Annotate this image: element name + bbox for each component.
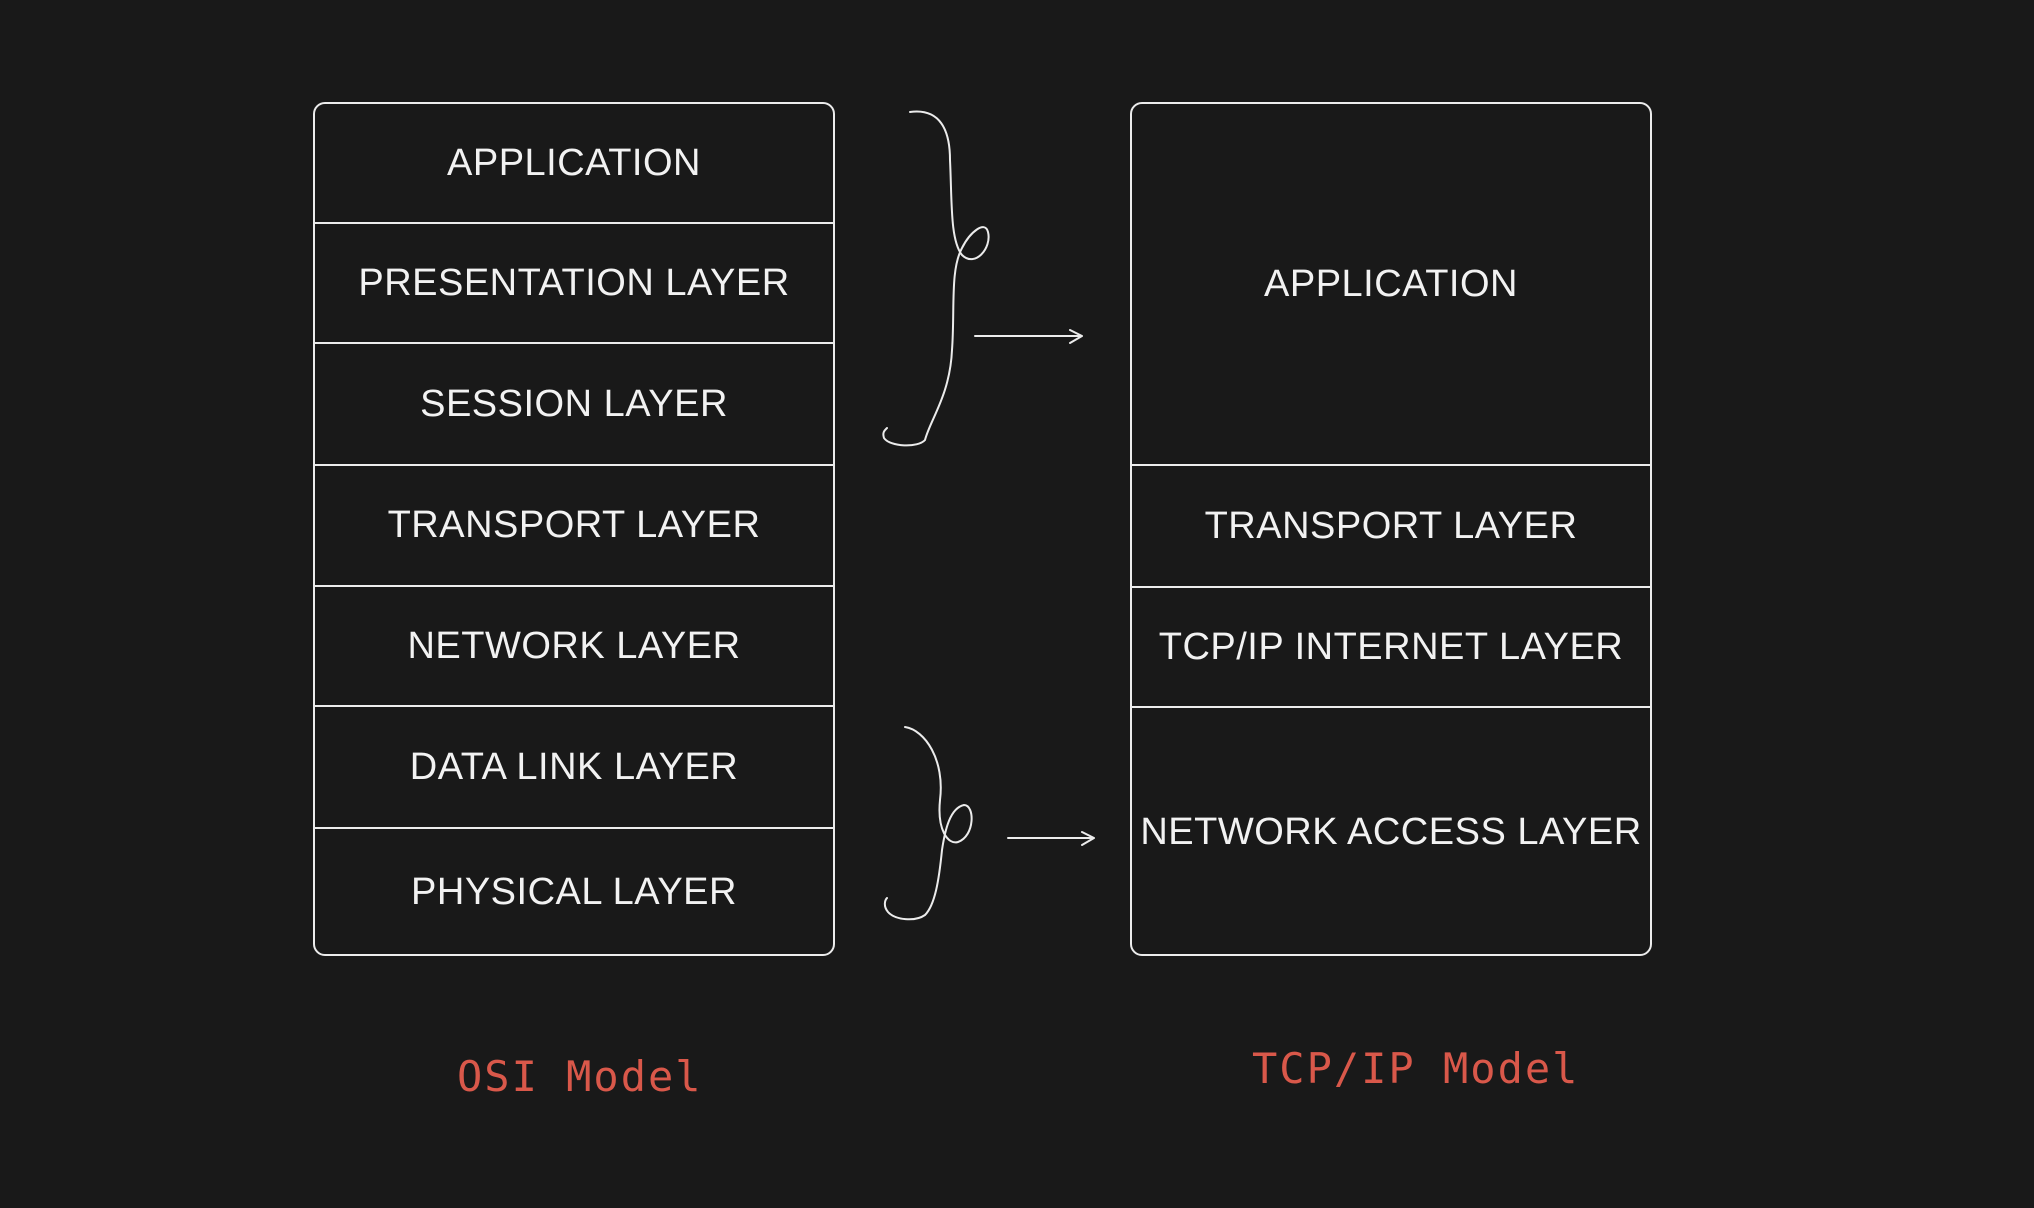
tcpip-transport-layer: TRANSPORT LAYER — [1132, 466, 1650, 588]
upper-arrow-icon — [974, 329, 1083, 344]
tcpip-model-stack: APPLICATION TRANSPORT LAYER TCP/IP INTER… — [1130, 102, 1652, 956]
tcpip-network-access-layer: NETWORK ACCESS LAYER — [1140, 810, 1642, 853]
osi-application-layer: APPLICATION — [315, 104, 833, 224]
osi-presentation-layer: PRESENTATION LAYER — [315, 224, 833, 344]
osi-model-caption: OSI Model — [457, 1052, 703, 1101]
lower-arrow-icon — [1007, 831, 1095, 846]
osi-transport-layer: TRANSPORT LAYER — [315, 466, 833, 587]
osi-network-layer: NETWORK LAYER — [315, 587, 833, 707]
osi-session-layer: SESSION LAYER — [315, 344, 833, 466]
osi-data-link-layer: DATA LINK LAYER — [315, 707, 833, 829]
tcpip-model-caption: TCP/IP Model — [1252, 1044, 1580, 1093]
lower-brace-icon — [883, 726, 973, 921]
tcpip-internet-layer: TCP/IP INTERNET LAYER — [1132, 588, 1650, 708]
upper-brace-icon — [882, 110, 990, 447]
osi-model-stack: APPLICATION PRESENTATION LAYER SESSION L… — [313, 102, 835, 956]
osi-physical-layer: PHYSICAL LAYER — [411, 871, 737, 913]
tcpip-application-layer: APPLICATION — [1132, 104, 1650, 466]
